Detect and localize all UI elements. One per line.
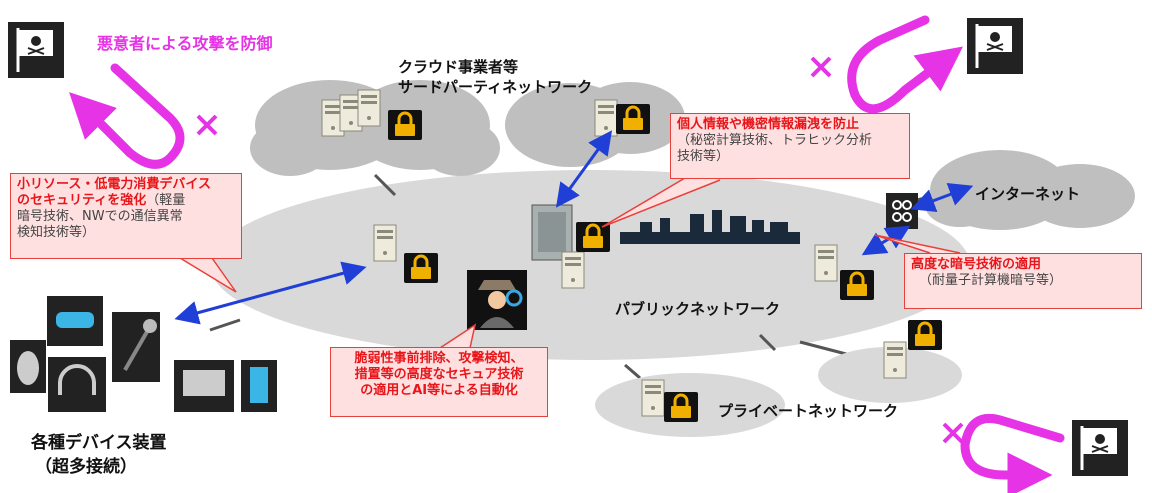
vulnerability-callout-line-3: の適用とAI等による自動化	[360, 383, 518, 398]
attacker-flag-icon	[6, 20, 66, 80]
lightweight-callout-body-2: （軽量	[146, 193, 186, 208]
data-arrows	[174, 130, 974, 325]
security-analyst-icon	[467, 270, 527, 330]
vulnerability-callout: 脆弱性事前排除、攻撃検知、 措置等の高度なセキュア技術 の適用とAI等による自動…	[330, 347, 548, 417]
attacker-flag-icon	[1070, 418, 1130, 478]
lightweight-callout-body-4: 検知技術等）	[17, 225, 96, 240]
attacker-flag-icon	[965, 16, 1025, 76]
attack-arrows	[69, 15, 1065, 493]
privacy-callout-body-1: （秘密計算技術、トラヒック分析	[677, 133, 873, 148]
devices-label-line-2: （超多接続）	[35, 457, 137, 477]
internet-label: インターネット	[975, 185, 1081, 203]
vulnerability-callout-line-2: 措置等の高度なセキュア技術	[354, 367, 524, 382]
lightweight-callout-heading-1: 小リソース・低電力消費デバイス	[17, 177, 211, 192]
callout-pointers	[179, 174, 961, 349]
public-network-area	[210, 170, 970, 360]
crypto-callout-body: （耐量子計算機暗号等）	[919, 273, 1063, 288]
private-network-label: プライベートネットワーク	[718, 402, 899, 420]
cloud-title-line-1: クラウド事業者等	[398, 58, 519, 76]
privacy-callout-heading: 個人情報や機密情報漏洩を防止	[677, 117, 860, 132]
attack-defense-label: 悪意者による攻撃を防御	[97, 34, 273, 53]
lightweight-callout-heading-2: のセキュリティを強化	[17, 193, 147, 208]
block-marks	[196, 56, 964, 444]
public-network-label: パブリックネットワーク	[615, 300, 781, 318]
server-public-center	[531, 204, 612, 289]
privacy-callout: 個人情報や機密情報漏洩を防止 （秘密計算技術、トラヒック分析 技術等）	[670, 113, 910, 179]
vulnerability-callout-line-1: 脆弱性事前排除、攻撃検知、	[354, 351, 524, 366]
cloud-title-line-2: サードパーティネットワーク	[398, 78, 593, 96]
server-cloud-right	[594, 99, 652, 137]
lightweight-callout-body-3: 暗号技術、NWでの通信異常	[17, 209, 183, 224]
devices-label-line-1: 各種デバイス装置	[31, 433, 167, 453]
lightweight-callout: 小リソース・低電力消費デバイス のセキュリティを強化（軽量 暗号技術、NWでの通…	[10, 173, 242, 259]
crypto-callout: 高度な暗号技術の適用 （耐量子計算機暗号等）	[904, 253, 1142, 309]
chain-link-icon	[886, 193, 918, 229]
network-links	[209, 173, 926, 380]
crypto-callout-heading: 高度な暗号技術の適用	[911, 257, 1042, 272]
devices-group	[10, 296, 277, 412]
privacy-callout-body-2: 技術等）	[677, 149, 730, 164]
city-skyline	[620, 210, 800, 244]
